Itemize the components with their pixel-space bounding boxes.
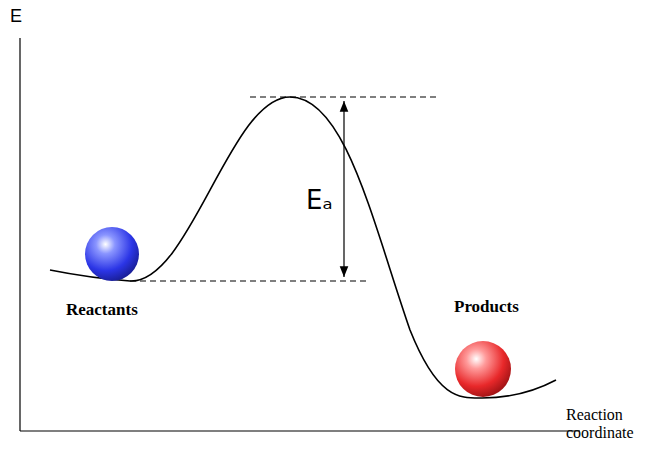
energy-curve xyxy=(50,97,556,398)
axis-label: E xyxy=(10,6,22,27)
axis-title-box: Reaction coordinate xyxy=(566,406,654,443)
axis-label-box: E xyxy=(10,6,22,27)
activation-label-box: Eₐ xyxy=(306,186,333,216)
reactant-level xyxy=(130,280,366,281)
reactants-label: Reactants xyxy=(66,300,138,320)
coordinate-axis xyxy=(20,430,580,431)
reactant-ball xyxy=(85,227,139,281)
product-ball xyxy=(455,341,511,397)
products-label: Products xyxy=(454,297,519,317)
energy-axis xyxy=(19,38,20,431)
products-label-box: Products xyxy=(454,297,519,317)
peak-level xyxy=(250,96,436,97)
activation-arrow xyxy=(343,101,344,277)
activation-label: Eₐ xyxy=(306,186,333,216)
axis-title: Reaction coordinate xyxy=(566,406,654,443)
reactants-label-box: Reactants xyxy=(66,300,138,320)
